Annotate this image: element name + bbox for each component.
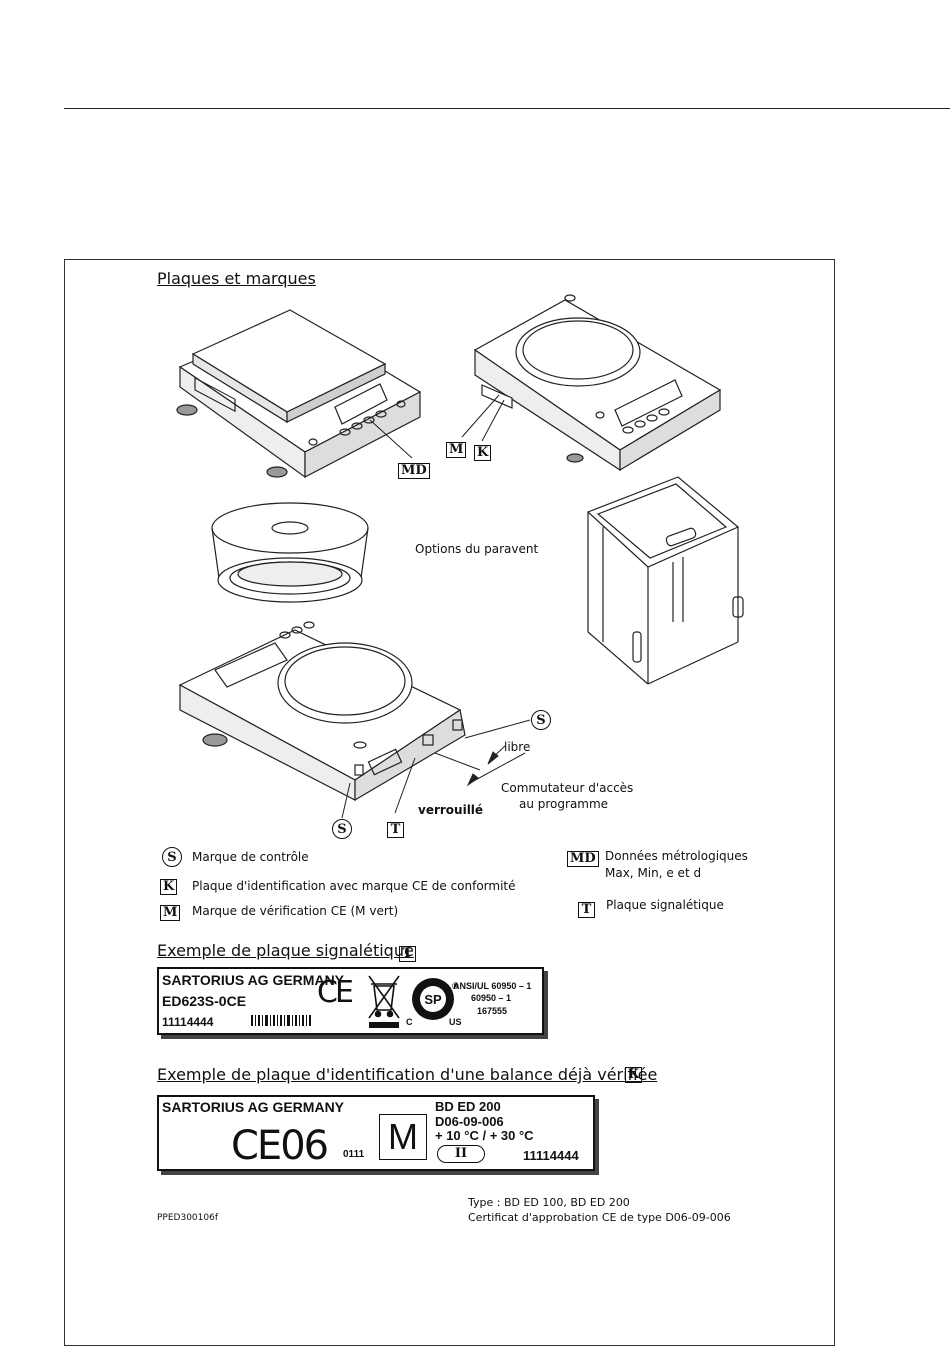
nameplate-serial: 11114444: [162, 1015, 214, 1029]
round-windshield-illustration: [211, 502, 369, 603]
legend-s-mark: S: [162, 846, 182, 867]
legend-k-text: Plaque d'identification avec marque CE d…: [192, 879, 516, 893]
id-plate-model: BD ED 200: [435, 1099, 501, 1114]
csa-us: US: [449, 1017, 462, 1027]
footer-cert-line: Certificat d'approbation CE de type D06-…: [468, 1211, 731, 1224]
csa-logo-icon: SP: [412, 978, 454, 1020]
mark-k-balance: K: [474, 441, 492, 461]
balance-rear-view-illustration: [178, 621, 466, 802]
metrology-m-mark: M: [379, 1114, 427, 1160]
legend-k-mark: K: [160, 875, 178, 895]
accuracy-class-mark: II: [437, 1145, 485, 1163]
footer-type-line: Type : BD ED 100, BD ED 200: [468, 1196, 630, 1209]
mark-t-balance: T: [387, 818, 404, 838]
legend-s-text: Marque de contrôle: [192, 850, 309, 864]
top-rule: [64, 108, 950, 109]
notified-body: 0111: [343, 1149, 365, 1160]
balance-square-pan-illustration: [176, 309, 422, 479]
leader-lines-m-k: [461, 394, 505, 442]
content-frame: [64, 259, 835, 1346]
id-plate-cert: D06-09-006: [435, 1114, 504, 1129]
footer-code: PPED300106f: [157, 1213, 218, 1223]
legend-md-text-line2: Max, Min, e et d: [605, 866, 702, 880]
nameplate-company: SARTORIUS AG GERMANY: [162, 972, 345, 988]
heading-nameplate-t-mark: T: [399, 942, 416, 962]
balance-round-pan-illustration: [473, 294, 722, 472]
mark-s-right: S: [531, 709, 551, 730]
mark-m-balance: M: [446, 438, 467, 458]
switch-label-line1: Commutateur d'accès: [501, 781, 634, 795]
heading-plates: Plaques et marques: [157, 269, 316, 288]
id-plate-temp: + 10 °C / + 30 °C: [435, 1128, 534, 1143]
draft-shield-illustration: [586, 476, 744, 685]
windshield-options-label: Options du paravent: [415, 542, 539, 556]
id-plate: SARTORIUS AG GERMANY CE06 0111 M BD ED 2…: [157, 1095, 595, 1171]
svg-text:SP: SP: [424, 992, 442, 1007]
nameplate-model: ED623S-0CE: [162, 993, 247, 1009]
mark-s-bottom: S: [332, 818, 352, 839]
heading-id-plate-example: Exemple de plaque d'identification d'une…: [157, 1065, 658, 1084]
legend-md-mark: MD: [567, 847, 599, 867]
id-plate-serial: 11114444: [523, 1148, 579, 1163]
ce06-mark: CE06: [231, 1123, 329, 1169]
heading-nameplate-example: Exemple de plaque signalétique: [157, 941, 414, 960]
leader-line-md: [369, 419, 413, 459]
id-plate-company: SARTORIUS AG GERMANY: [162, 1099, 345, 1115]
legend-md-text-line1: Données métrologiques: [605, 849, 748, 863]
legend-m-text: Marque de vérification CE (M vert): [192, 904, 399, 918]
ansi-line2: 60950 – 1: [471, 993, 512, 1003]
weee-bin-icon: [368, 975, 400, 1028]
switch-label-line2: au programme: [519, 797, 609, 811]
annotation-lines-rear: [341, 719, 531, 819]
ansi-line3: 167555: [477, 1006, 508, 1016]
verrouille-label: verrouillé: [418, 803, 484, 817]
csa-c: C: [406, 1017, 413, 1027]
barcode-icon: [251, 1015, 311, 1026]
ce-mark: CE: [317, 975, 354, 1010]
libre-label: libre: [504, 740, 531, 754]
legend-t-text: Plaque signalétique: [606, 898, 724, 912]
legend-m-mark: M: [160, 901, 181, 921]
ansi-line1: ANSI/UL 60950 – 1: [453, 981, 532, 991]
nameplate: SARTORIUS AG GERMANY ED623S-0CE 11114444…: [157, 967, 544, 1035]
mark-md-balance: MD: [398, 459, 430, 479]
legend-t-mark: T: [578, 898, 595, 918]
registered-mark: ®: [452, 981, 459, 991]
heading-id-plate-k-mark: K: [625, 1063, 643, 1083]
